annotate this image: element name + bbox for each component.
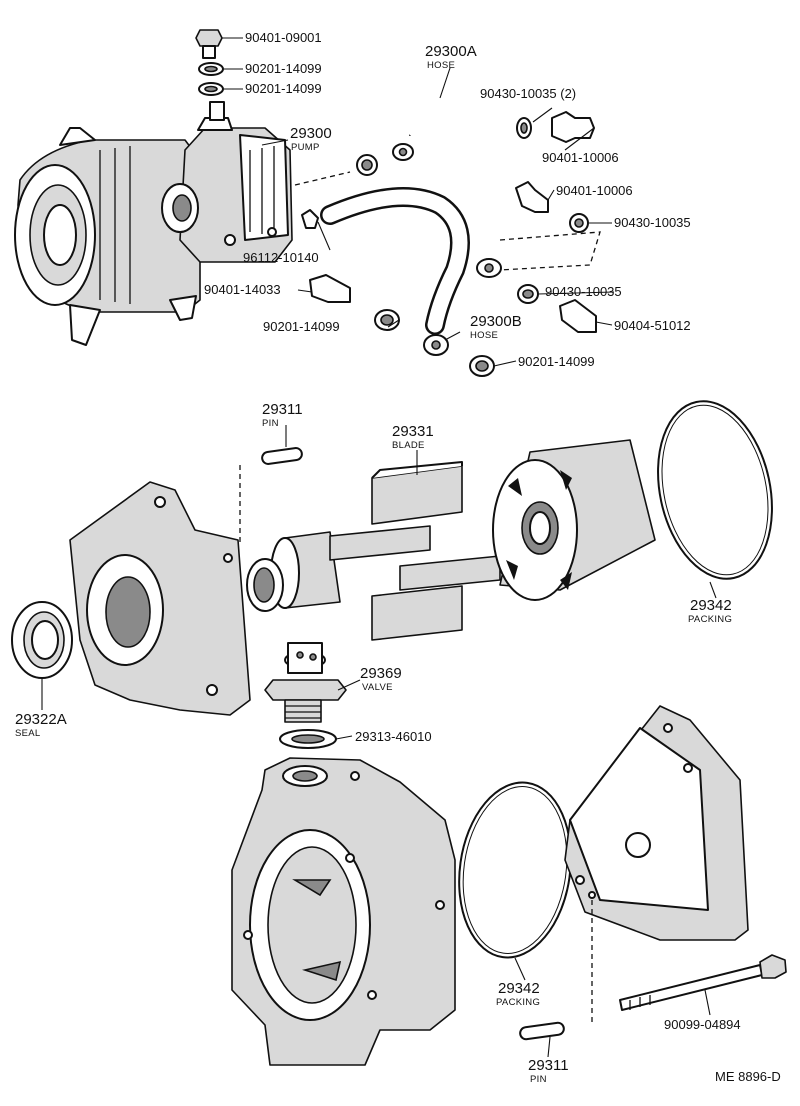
part-number-p5: 29300A	[425, 43, 477, 60]
part-name-p17: PIN	[262, 418, 279, 429]
rear-cover-drawing	[564, 705, 749, 1025]
shaft-sleeve-drawing	[246, 531, 341, 612]
part-number-p4: 29300	[290, 125, 332, 142]
long-bolt-drawing	[619, 954, 787, 1011]
part-number-p11: 90401-14033	[204, 282, 281, 297]
pump-assembly-drawing	[161, 101, 293, 263]
part-name-p20: VALVE	[362, 682, 393, 693]
part-number-p23: 29342	[498, 980, 540, 997]
front-housing-drawing	[69, 481, 251, 716]
top-bolt-stack	[195, 29, 224, 96]
hose-29300a-drawing	[392, 104, 502, 278]
leader-lines	[41, 37, 717, 1058]
part-number-p21: 29322A	[15, 711, 67, 728]
part-number-p19: 29342	[690, 597, 732, 614]
part-name-p25: PIN	[530, 1074, 547, 1085]
packing-ring-lower-drawing	[458, 781, 572, 959]
part-number-p10: 96112-10140	[243, 250, 319, 265]
part-number-p17: 29311	[262, 401, 303, 418]
part-number-p6: 90430-10035 (2)	[480, 86, 576, 101]
part-name-p19: PACKING	[688, 614, 732, 625]
fittings-drawing	[294, 111, 601, 377]
blades-drawing	[329, 461, 501, 641]
valve-gasket-drawing	[279, 729, 337, 749]
part-number-p15: 90404-51012	[614, 318, 691, 333]
part-number-p9: 90430-10035	[614, 215, 691, 230]
part-number-p20: 29369	[360, 665, 402, 682]
part-name-p4: PUMP	[291, 142, 320, 153]
part-number-p14: 29300B	[470, 313, 522, 330]
part-number-p18: 29331	[392, 423, 434, 440]
part-number-p13: 90201-14099	[263, 319, 340, 334]
valve-drawing	[264, 642, 347, 723]
part-number-p2: 90201-14099	[245, 61, 322, 76]
part-labels: 90401-09001 90201-14099 90201-14099 2930…	[15, 30, 781, 1085]
part-name-p18: BLADE	[392, 440, 425, 451]
hose-29300b-drawing	[320, 187, 470, 356]
part-number-p22: 29313-46010	[355, 729, 432, 744]
pump-body-drawing	[231, 757, 456, 1066]
part-number-p1: 90401-09001	[245, 30, 322, 45]
pin-upper-drawing	[239, 447, 303, 545]
seal-drawing	[11, 601, 73, 679]
part-number-p25: 29311	[528, 1057, 569, 1074]
part-name-p5: HOSE	[427, 60, 455, 71]
part-name-p14: HOSE	[470, 330, 498, 341]
part-number-p16: 90201-14099	[518, 354, 595, 369]
alternator-drawing	[14, 127, 201, 346]
part-name-p23: PACKING	[496, 997, 540, 1008]
part-number-p7: 90401-10006	[542, 150, 619, 165]
part-number-p8: 90401-10006	[556, 183, 633, 198]
part-number-p24: 90099-04894	[664, 1017, 741, 1032]
rotor-drawing	[492, 439, 656, 601]
part-number-p3: 90201-14099	[245, 81, 322, 96]
part-number-p12: 90430-10035	[545, 284, 622, 299]
packing-ring-upper-drawing	[657, 400, 773, 580]
pin-lower-drawing	[519, 1021, 565, 1041]
drawing-code: ME 8896-D	[715, 1069, 781, 1084]
part-name-p21: SEAL	[15, 728, 41, 739]
